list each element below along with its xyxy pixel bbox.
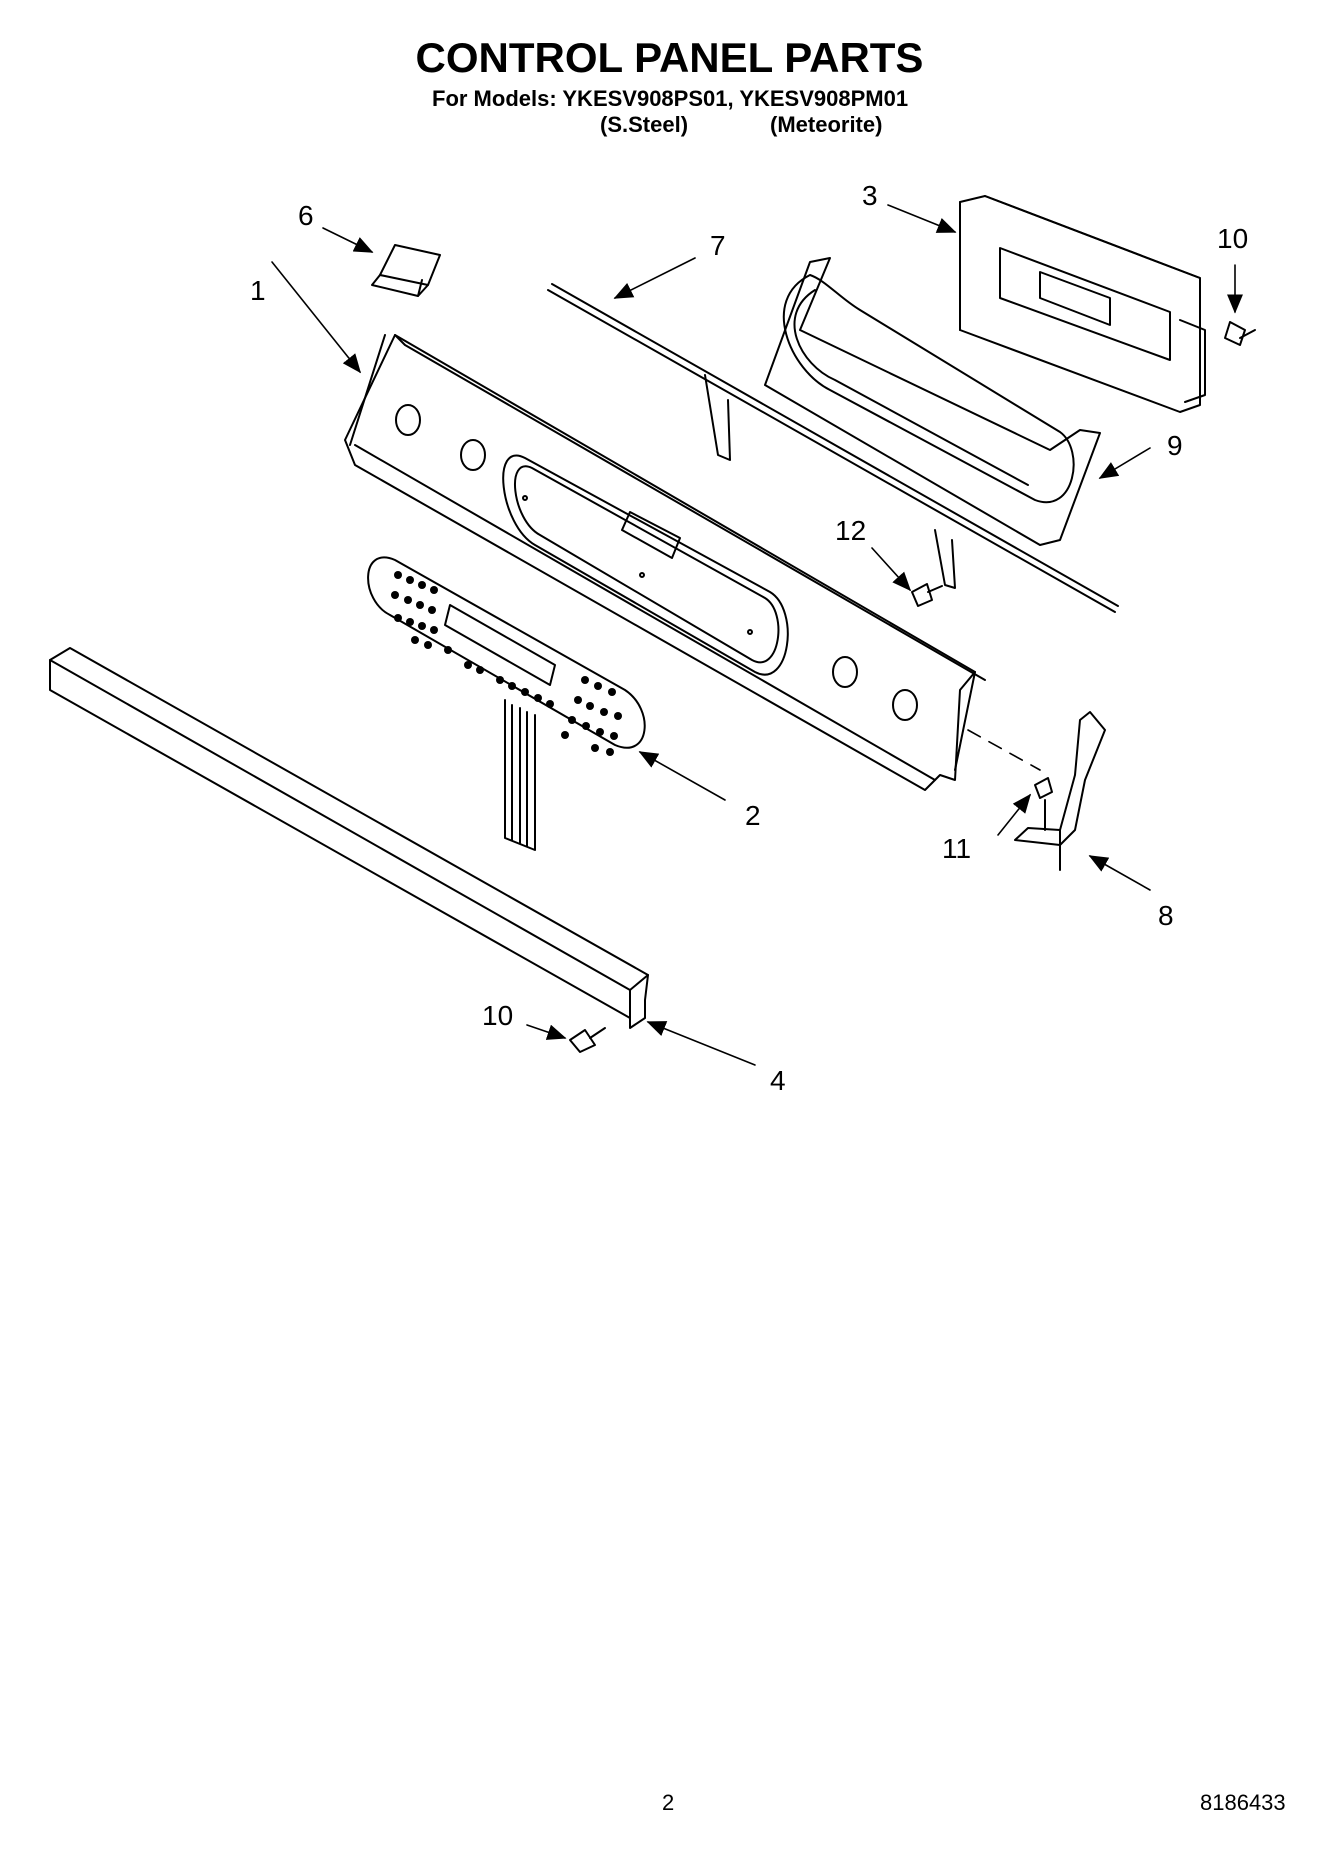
screw-part-10-top (1224, 321, 1256, 346)
callout-10-top: 10 (1217, 223, 1248, 254)
document-number: 8186433 (1200, 1790, 1286, 1815)
rod-part-7 (547, 283, 1119, 613)
display-board-part-3 (959, 195, 1206, 413)
callout-3: 3 (862, 180, 878, 211)
control-panel-part-1 (344, 334, 986, 791)
frame-part-9 (764, 257, 1101, 546)
touch-overlay-part-2 (367, 556, 646, 851)
callout-7: 7 (710, 230, 726, 261)
leader-arrows (271, 204, 1243, 1066)
callout-6: 6 (298, 200, 314, 231)
callout-12: 12 (835, 515, 866, 546)
variant-meteorite: (Meteorite) (770, 112, 883, 137)
screw-part-10-bottom (569, 1027, 606, 1053)
callout-10-bottom: 10 (482, 1000, 513, 1031)
callout-2: 2 (745, 800, 761, 831)
clip-part-6 (371, 244, 441, 297)
screw-part-12 (911, 583, 943, 607)
trim-strip-part-4 (49, 647, 649, 1029)
end-cap-part-8 (1014, 711, 1106, 871)
models-line: For Models: YKESV908PS01, YKESV908PM01 (432, 86, 909, 111)
callout-labels: 1 2 3 4 6 7 8 9 10 10 11 12 (250, 180, 1248, 1096)
page-number: 2 (662, 1790, 675, 1815)
callout-4: 4 (770, 1065, 786, 1096)
screw-part-11 (1034, 777, 1053, 831)
variant-ss: (S.Steel) (600, 112, 689, 137)
page-title: CONTROL PANEL PARTS (415, 34, 924, 81)
callout-11: 11 (942, 833, 971, 864)
callout-8: 8 (1158, 900, 1174, 931)
callout-1: 1 (250, 275, 266, 306)
callout-9: 9 (1167, 430, 1183, 461)
